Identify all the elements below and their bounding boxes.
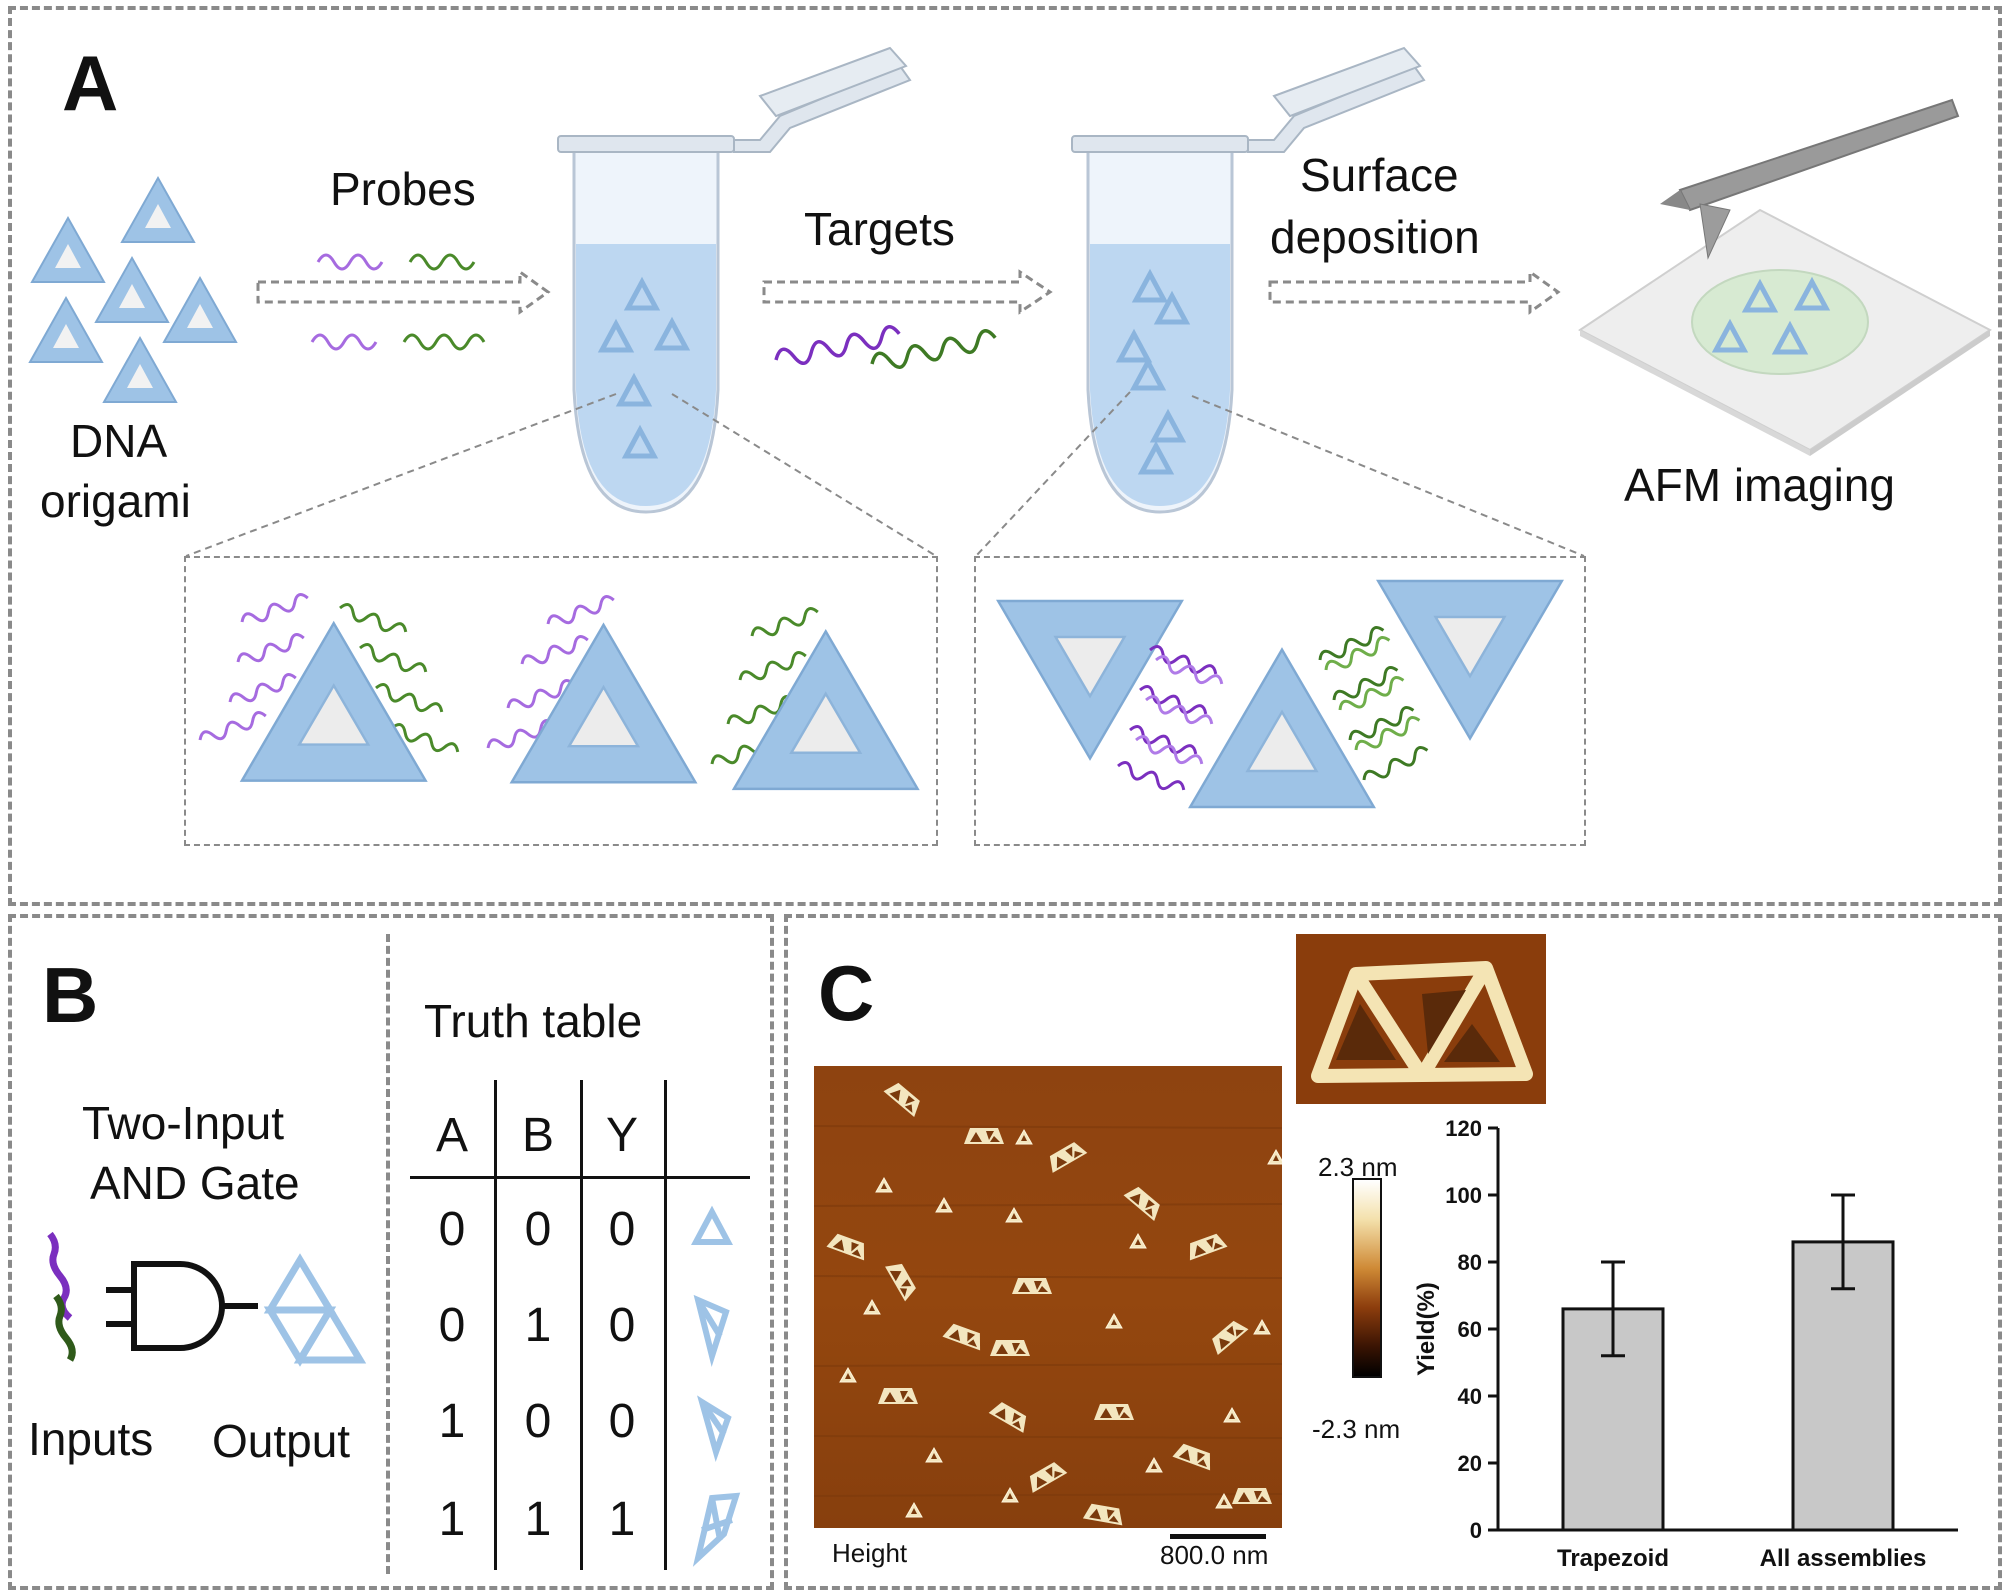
colorbar-max-label: 2.3 nm xyxy=(1318,1152,1398,1182)
gate-title-line1: Two-Input xyxy=(82,1097,284,1149)
targets-label: Targets xyxy=(804,203,955,255)
target-strand-purple xyxy=(774,325,901,365)
target-strand-green xyxy=(870,329,997,369)
table-cell: 1 xyxy=(524,1493,552,1546)
monomer-icon xyxy=(691,1205,733,1245)
table-cell: 1 xyxy=(438,1395,466,1448)
dna-origami-label-line1: DNA xyxy=(70,415,168,467)
panel-c-letter: C xyxy=(818,949,875,1037)
arrow-probes xyxy=(256,269,551,315)
table-hline xyxy=(410,1176,750,1179)
x-category-label: Trapezoid xyxy=(1557,1545,1669,1572)
gate-title-line2: AND Gate xyxy=(90,1157,300,1209)
panel-b-divider xyxy=(386,934,390,1574)
y-axis-label: Yield(%) xyxy=(1413,1282,1440,1376)
probe-bound-origami xyxy=(708,604,919,791)
truth-table-title: Truth table xyxy=(424,995,643,1047)
panel-b xyxy=(8,914,774,1590)
surface-label-line2: deposition xyxy=(1270,211,1480,263)
probe-strand-green xyxy=(402,333,486,351)
tube-1 xyxy=(557,46,912,514)
table-vline xyxy=(580,1080,583,1570)
zoom-lines xyxy=(185,391,1585,557)
colorbar-min-label: -2.3 nm xyxy=(1312,1414,1401,1444)
arrow-targets xyxy=(762,269,1053,315)
table-cell: 0 xyxy=(524,1395,552,1448)
dna-origami-label-line2: origami xyxy=(40,475,191,527)
header-a: A xyxy=(435,1109,468,1162)
inset-probes xyxy=(184,556,938,846)
y-tick-label: 40 xyxy=(1458,1384,1482,1409)
scale-bar xyxy=(1170,1534,1266,1539)
scale-bar-label: 800.0 nm xyxy=(1160,1540,1269,1570)
colorbar xyxy=(1352,1178,1382,1378)
y-tick-label: 20 xyxy=(1458,1451,1482,1476)
table-cell: 0 xyxy=(524,1203,552,1256)
and-gate-diagram xyxy=(47,1231,367,1367)
tube-2 xyxy=(1071,46,1426,514)
header-y: Y xyxy=(605,1109,638,1162)
output-trapezoid-icon xyxy=(263,1253,367,1367)
arrow-deposition xyxy=(1268,269,1561,315)
table-cell: 0 xyxy=(608,1299,636,1352)
probe-strand-purple xyxy=(310,333,378,351)
table-vline xyxy=(494,1080,497,1570)
table-cell: 0 xyxy=(438,1299,466,1352)
header-b: B xyxy=(521,1109,554,1162)
x-category-label: All assemblies xyxy=(1760,1545,1927,1572)
table-vline xyxy=(664,1080,667,1570)
surface-label-line1: Surface xyxy=(1300,149,1459,201)
row-icons xyxy=(691,1205,741,1567)
probe-bound-origami xyxy=(484,592,697,784)
y-tick-label: 100 xyxy=(1445,1183,1482,1208)
y-tick-label: 80 xyxy=(1458,1250,1482,1275)
afm-zoom-inset xyxy=(1296,934,1546,1104)
table-cell: 0 xyxy=(438,1203,466,1256)
table-cell: 1 xyxy=(608,1493,636,1546)
panel-a-illustration xyxy=(29,46,1992,557)
table-cell: 0 xyxy=(608,1203,636,1256)
and-gate-icon xyxy=(106,1261,258,1351)
inset-targets xyxy=(974,556,1586,846)
y-tick-label: 0 xyxy=(1470,1518,1482,1543)
y-tick-label: 60 xyxy=(1458,1317,1482,1342)
probe-strand-purple xyxy=(316,253,384,271)
input-strand-green xyxy=(53,1293,76,1362)
output-label: Output xyxy=(212,1415,351,1467)
trapezoid-assembly xyxy=(996,579,1564,809)
panel-b-letter: B xyxy=(42,951,99,1039)
probe-strand-green xyxy=(408,253,476,271)
inputs-label: Inputs xyxy=(28,1413,154,1465)
table-cell: 1 xyxy=(438,1493,466,1546)
probes-label: Probes xyxy=(330,163,476,215)
y-tick-label: 120 xyxy=(1445,1116,1482,1141)
afm-height-label: Height xyxy=(832,1538,908,1568)
truth-table: A B Y 0 0 0 0 1 0 1 0 0 1 1 1 xyxy=(410,1080,750,1570)
table-cell: 0 xyxy=(608,1395,636,1448)
panel-a-letter: A xyxy=(62,39,119,127)
afm-imaging-label: AFM imaging xyxy=(1624,459,1895,511)
table-cell: 1 xyxy=(524,1299,552,1352)
trapezoid-icon xyxy=(692,1492,741,1567)
panel-a xyxy=(8,6,2002,906)
panel-c xyxy=(784,914,2002,1590)
afm-stage xyxy=(1578,98,1992,456)
probe-bound-origami xyxy=(196,590,462,782)
insets-illustration xyxy=(196,579,1564,809)
afm-image xyxy=(814,1066,1282,1528)
